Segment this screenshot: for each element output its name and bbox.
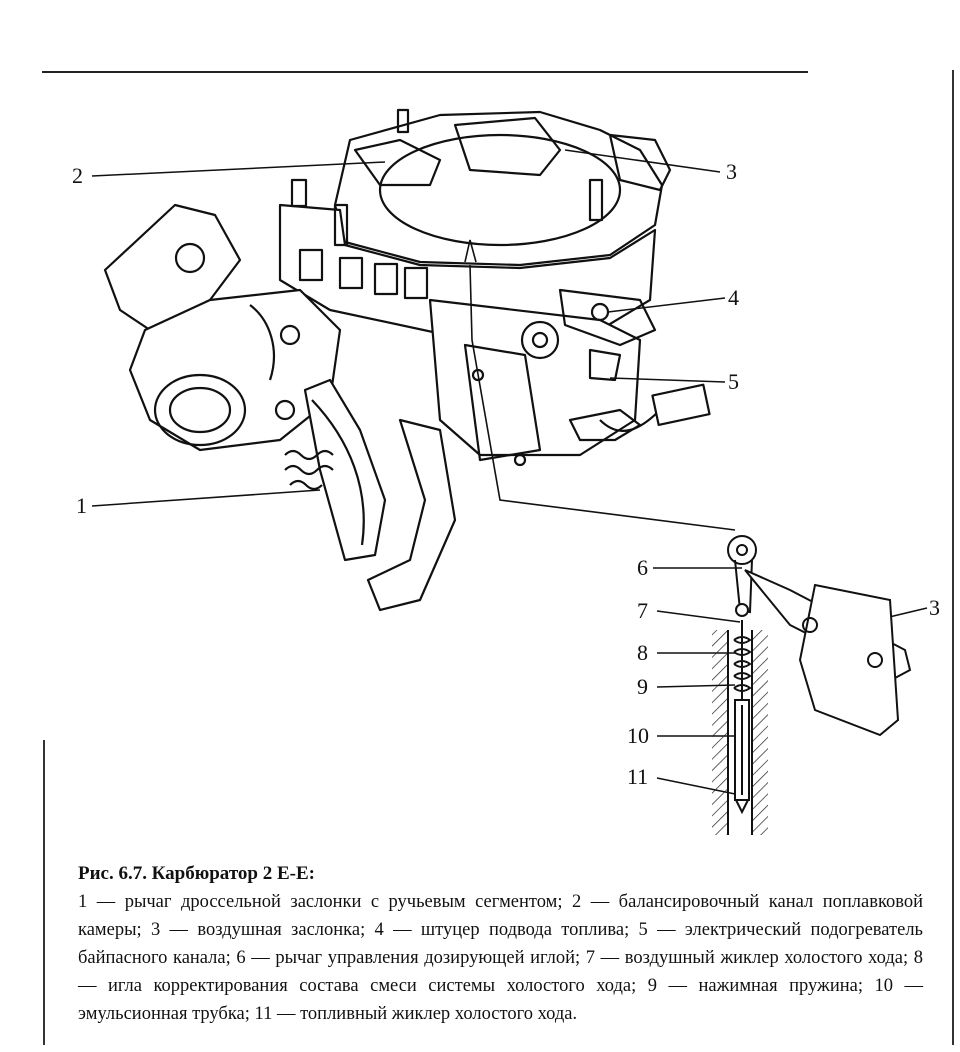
idle-system-detail — [712, 535, 912, 835]
callout-4: 4 — [728, 285, 739, 310]
callout-3: 3 — [726, 159, 737, 184]
callout-6: 6 — [637, 555, 648, 580]
callout-5: 5 — [728, 369, 739, 394]
carburetor-body — [103, 108, 711, 612]
callout-9: 9 — [637, 674, 648, 699]
connecting-line — [469, 264, 736, 531]
callout-1: 1 — [76, 493, 87, 518]
callout-11: 11 — [627, 764, 649, 789]
figure-caption: Рис. 6.7. Карбюратор 2 Е-Е: 1 — рычаг др… — [78, 860, 923, 1028]
callout-2: 2 — [72, 163, 83, 188]
figure-legend: 1 — рычаг дроссельной заслонки с ручьевы… — [78, 892, 923, 1024]
figure-title: Карбюратор 2 Е-Е: — [151, 863, 315, 884]
callout-7: 7 — [637, 598, 648, 623]
callout-8: 8 — [637, 640, 648, 665]
callout-10: 10 — [627, 723, 649, 748]
figure-number: Рис. 6.7. — [78, 863, 147, 884]
callout-3-detail: 3 — [929, 595, 940, 620]
